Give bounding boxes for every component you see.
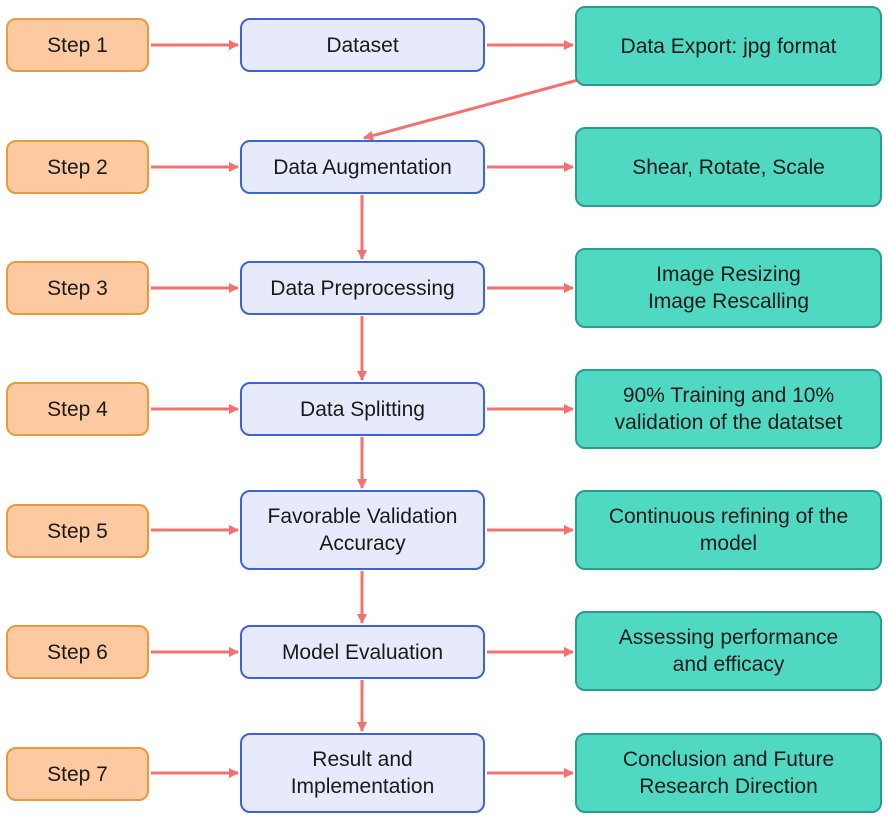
detail-assessing-performance-box: Assessing performance and efficacy <box>575 611 882 691</box>
process-data-splitting-box: Data Splitting <box>240 382 485 436</box>
process-data-splitting-label: Data Splitting <box>300 397 425 421</box>
process-data-augmentation-label: Data Augmentation <box>273 155 452 179</box>
process-data-preprocessing-box: Data Preprocessing <box>240 261 485 315</box>
step-1-box: Step 1 <box>6 18 149 72</box>
step-3-box: Step 3 <box>6 261 149 315</box>
detail-shear-rotate-scale-box: Shear, Rotate, Scale <box>575 127 882 207</box>
detail-shear-rotate-scale-label: Shear, Rotate, Scale <box>632 155 825 179</box>
detail-conclusion-future-research-box: Conclusion and Future Research Direction <box>575 733 882 813</box>
step-7-box: Step 7 <box>6 747 149 801</box>
process-model-evaluation-box: Model Evaluation <box>240 625 485 679</box>
step-3-label: Step 3 <box>47 276 108 300</box>
step-4-label: Step 4 <box>47 397 108 421</box>
process-dataset-box: Dataset <box>240 18 485 72</box>
process-dataset-label: Dataset <box>326 33 399 57</box>
process-result-and-implementation-label: Result and Implementation <box>290 748 435 798</box>
arrow-export-to-augmentation <box>363 78 579 141</box>
detail-training-validation-split-label: 90% Training and 10% validation of the d… <box>614 384 843 434</box>
step-5-box: Step 5 <box>6 504 149 558</box>
process-data-preprocessing-label: Data Preprocessing <box>270 276 455 300</box>
detail-continuous-refining-label: Continuous refining of the model <box>608 505 849 555</box>
detail-continuous-refining-box: Continuous refining of the model <box>575 490 882 570</box>
step-4-box: Step 4 <box>6 382 149 436</box>
step-1-label: Step 1 <box>47 33 108 57</box>
process-data-augmentation-box: Data Augmentation <box>240 140 485 194</box>
detail-conclusion-future-research-label: Conclusion and Future Research Direction <box>622 748 835 798</box>
step-6-label: Step 6 <box>47 640 108 664</box>
detail-image-resizing-box: Image Resizing Image Rescalling <box>575 248 882 328</box>
detail-image-resizing-label: Image Resizing Image Rescalling <box>647 263 810 313</box>
step-6-box: Step 6 <box>6 625 149 679</box>
detail-assessing-performance-label: Assessing performance and efficacy <box>618 626 839 676</box>
step-2-box: Step 2 <box>6 140 149 194</box>
step-5-label: Step 5 <box>47 519 108 543</box>
step-7-label: Step 7 <box>47 762 108 786</box>
detail-training-validation-split-box: 90% Training and 10% validation of the d… <box>575 369 882 449</box>
detail-data-export-label: Data Export: jpg format <box>620 34 837 58</box>
process-model-evaluation-label: Model Evaluation <box>281 640 444 664</box>
process-result-and-implementation-box: Result and Implementation <box>240 733 485 813</box>
detail-data-export-box: Data Export: jpg format <box>575 6 882 86</box>
step-2-label: Step 2 <box>47 155 108 179</box>
process-favorable-validation-accuracy-label: Favorable Validation Accuracy <box>267 505 458 555</box>
process-favorable-validation-accuracy-box: Favorable Validation Accuracy <box>240 490 485 570</box>
